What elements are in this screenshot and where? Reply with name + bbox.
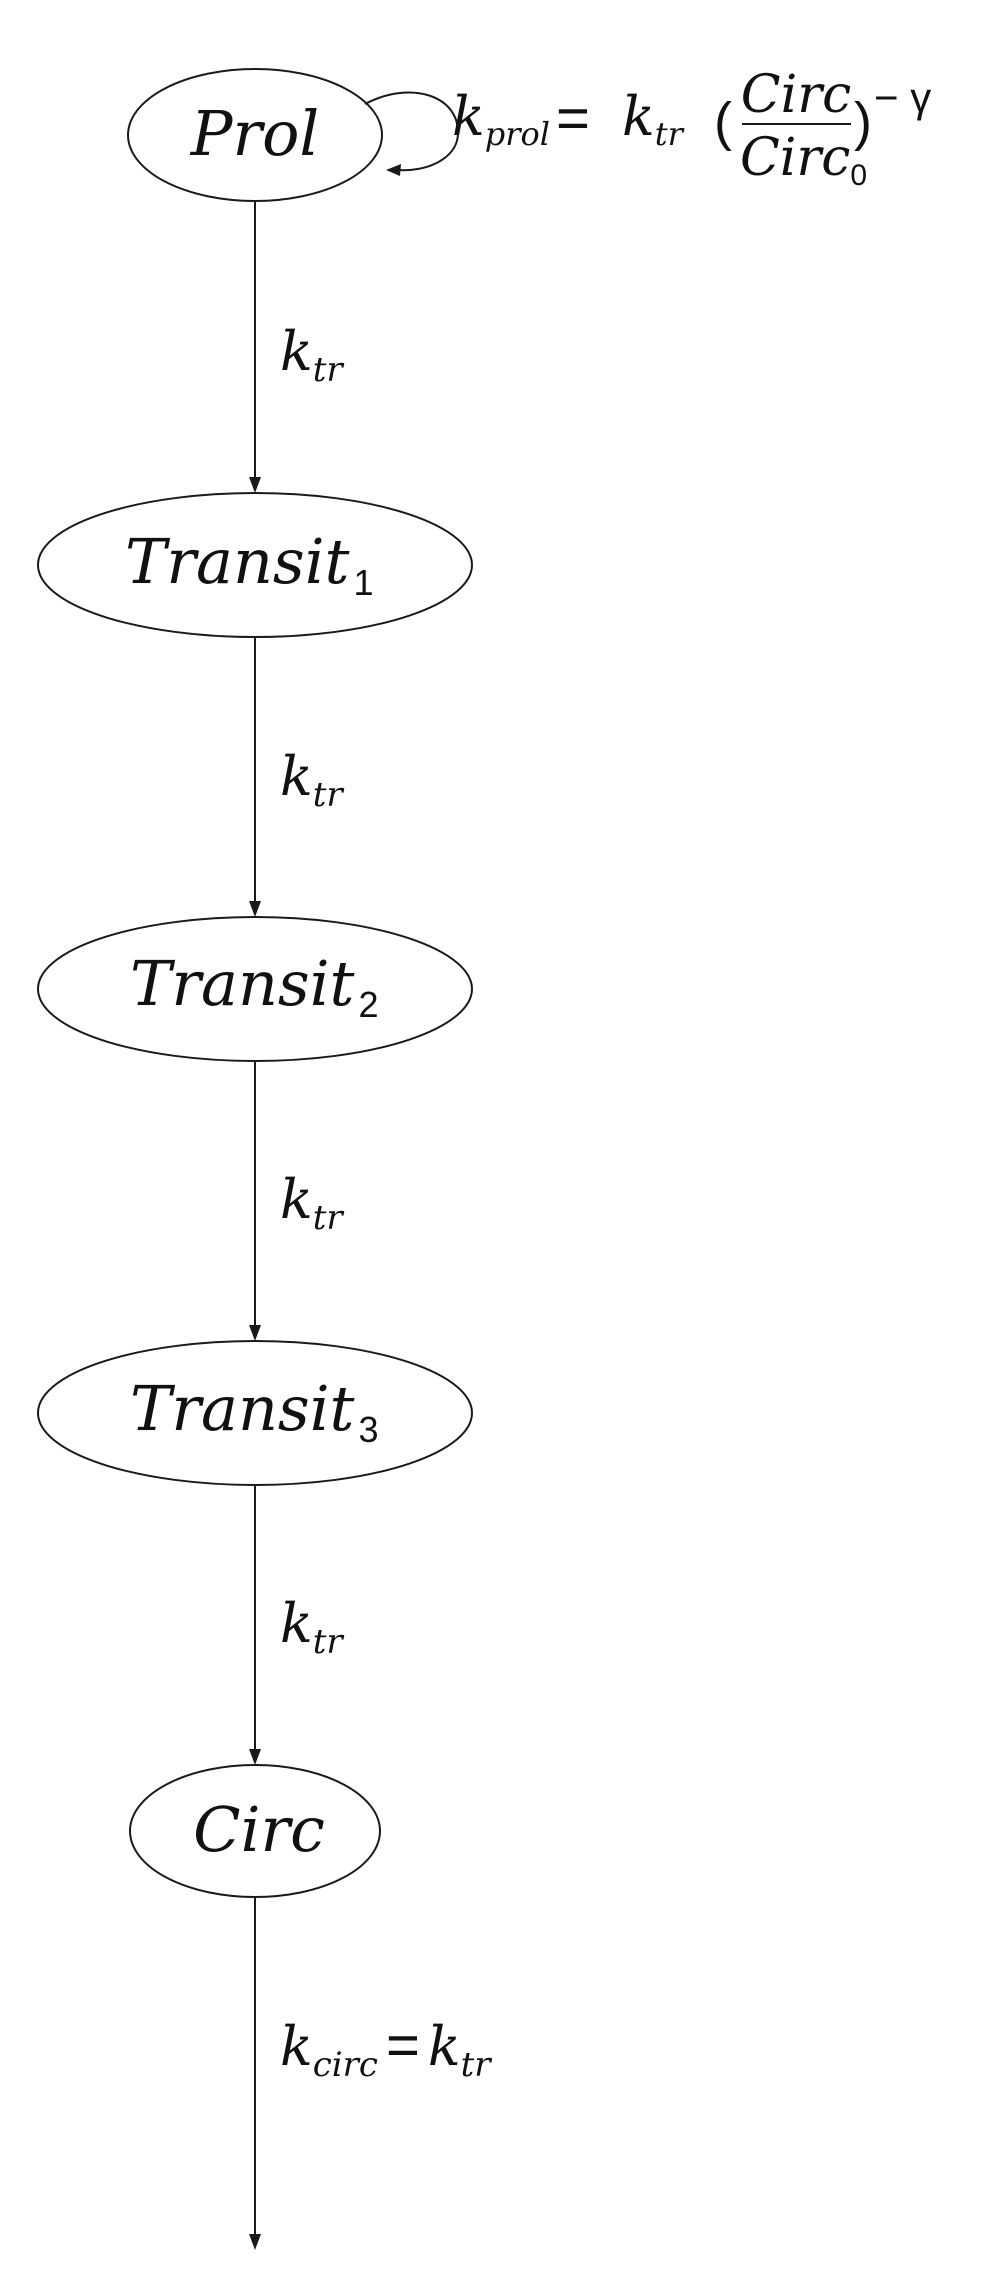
node-circ: Circ	[129, 1764, 381, 1898]
edge-3-sub: tr	[313, 1198, 345, 1238]
node-prol: Prol	[127, 68, 383, 202]
edge-transit-3-to-circ: ktr	[249, 1485, 344, 1765]
node-transit-2-name: Transit	[130, 947, 355, 1020]
edge-1-sub: tr	[313, 350, 345, 390]
edge-4-sub: tr	[313, 1622, 345, 1662]
kcirc-equals: =	[386, 2013, 420, 2078]
kprol-k: k	[452, 85, 485, 148]
feedback-loop-arrowhead	[386, 164, 401, 176]
edge-transit-2-to-transit-3: ktr	[249, 1061, 344, 1341]
edge-transit-3-to-circ-label: ktr	[280, 1592, 344, 1662]
edge-3-k: k	[280, 1168, 313, 1231]
exponent: − γ	[874, 74, 931, 121]
fraction-denominator: Circ0	[740, 128, 867, 192]
close-paren: )	[854, 92, 872, 152]
node-transit-2-index: 2	[358, 984, 378, 1025]
edge-transit-2-to-transit-3-arrowhead	[249, 1325, 261, 1341]
node-transit-1-name: Transit	[125, 525, 350, 598]
edge-1-k: k	[280, 320, 313, 383]
edge-circ-elimination-label: kcirc=ktr	[280, 2013, 492, 2085]
denominator-name: Circ	[740, 128, 850, 188]
edge-prol-to-transit-1-arrowhead	[249, 477, 261, 493]
ktr-sub: tr	[655, 115, 685, 153]
edge-transit-2-to-transit-3-label: ktr	[280, 1168, 344, 1238]
edge-prol-to-transit-1-label: ktr	[280, 320, 344, 390]
kprol-sub: prol	[485, 115, 550, 153]
edge-prol-to-transit-1: ktr	[249, 201, 344, 493]
kcirc-k: k	[280, 2015, 313, 2078]
node-transit-3-name: Transit	[130, 1372, 355, 1445]
feedback-formula: kprol = ktr ( Circ Circ0 ) − γ	[452, 65, 931, 192]
kcirc-sub: circ	[313, 2045, 378, 2085]
edge-2-sub: tr	[313, 775, 345, 815]
edge-transit-1-to-transit-2: ktr	[249, 637, 344, 917]
edge-transit-3-to-circ-arrowhead	[249, 1749, 261, 1765]
node-circ-label: Circ	[193, 1793, 325, 1866]
ktr-k: k	[622, 85, 655, 148]
feedback-loop	[364, 91, 460, 176]
ktr-label: ktr	[622, 85, 685, 153]
kprol-equals: =	[556, 86, 590, 151]
edge-circ-elimination-arrowhead	[249, 2234, 261, 2250]
edge-4-k: k	[280, 1592, 313, 1655]
fraction-numerator: Circ	[741, 65, 851, 125]
edge-transit-1-to-transit-2-arrowhead	[249, 901, 261, 917]
feedback-loop-arc	[364, 91, 460, 172]
kcirc-rhs-sub: tr	[461, 2045, 493, 2085]
edge-transit-1-to-transit-2-label: ktr	[280, 745, 344, 815]
edge-circ-elimination: kcirc=ktr	[249, 1897, 492, 2250]
kcirc-rhs-k: k	[428, 2015, 461, 2078]
denominator-sub: 0	[850, 159, 867, 192]
node-transit-3-index: 3	[358, 1409, 378, 1450]
node-prol-label: Prol	[190, 97, 320, 170]
open-paren: (	[714, 92, 732, 152]
edge-2-k: k	[280, 745, 313, 808]
kprol-label: kprol	[452, 85, 550, 153]
node-transit-1-index: 1	[353, 562, 373, 603]
